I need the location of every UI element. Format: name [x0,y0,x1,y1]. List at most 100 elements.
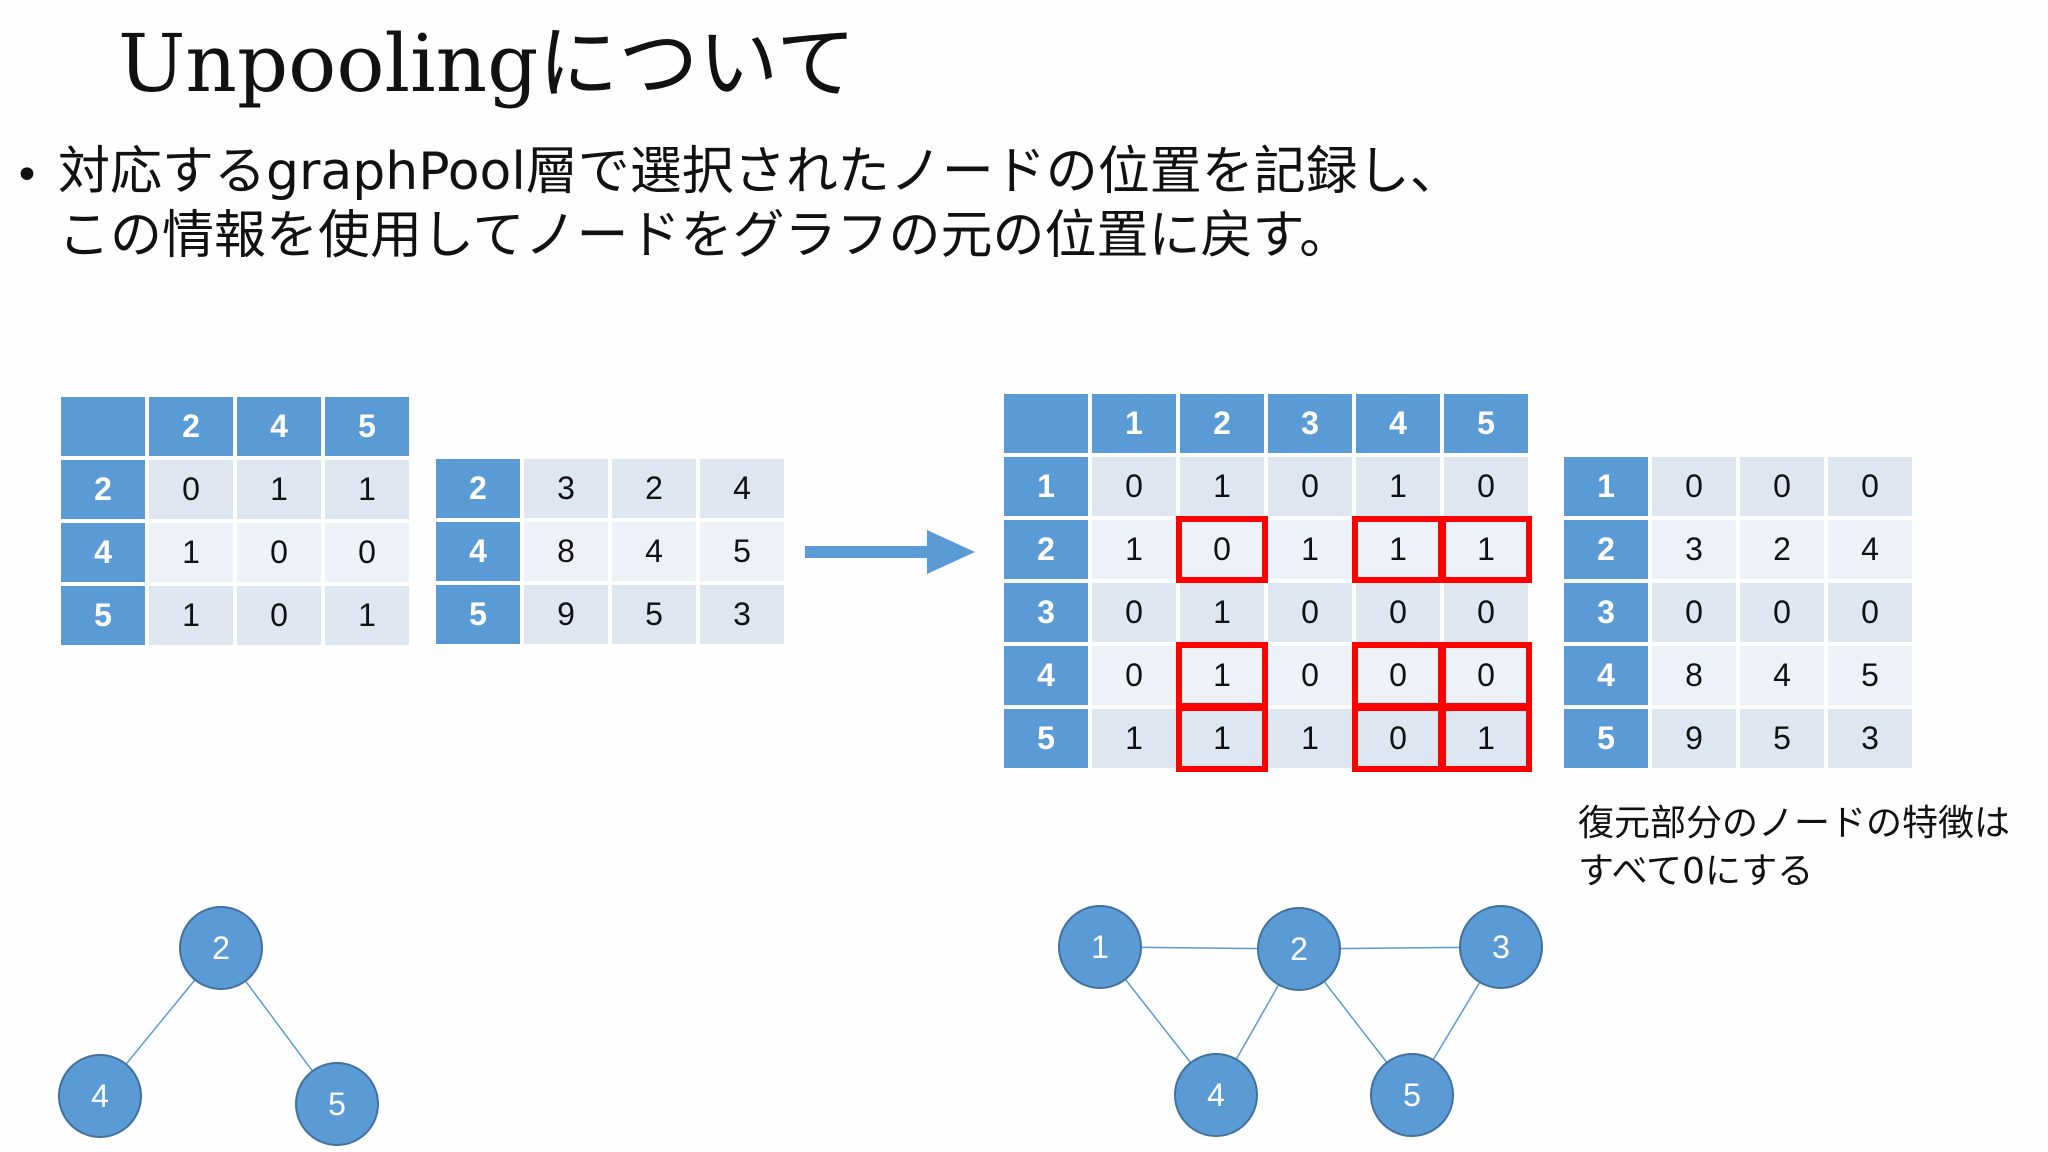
table-cell: 1 [149,523,233,582]
bullet-marker: • [14,150,40,201]
table-cell: 0 [1268,457,1352,516]
table-cell: 5 [700,522,784,581]
table-cell: 3 [524,459,608,518]
table-cell: 4 [1828,520,1912,579]
table-cell: 1 [1092,520,1176,579]
table-cell: 5 [612,585,696,644]
table-row: 4 0 1 0 0 0 [1004,642,1532,709]
table-row: 3 0 1 0 0 0 [1004,583,1528,642]
bullet-line-2: この情報を使用してノードをグラフの元の位置に戻す。 [58,206,1352,266]
graph-node-label: 5 [1403,1077,1421,1113]
table-cell: 9 [1652,709,1736,768]
table-cell: 0 [1268,583,1352,642]
row-header: 2 [436,459,520,518]
table-header-row: 1 2 3 4 5 [1004,394,1528,453]
graph-node-label: 4 [91,1078,109,1114]
row-header: 4 [1564,646,1648,705]
pooled-adjacency-matrix: 2 4 5 2 0 1 1 4 1 0 0 5 1 0 1 [57,393,413,649]
table-row: 5 9 5 3 [1564,709,1912,768]
table-row: 3 0 0 0 [1564,583,1912,642]
table-row: 4 1 0 0 [61,523,409,582]
slide-title: Unpoolingについて [118,17,856,110]
graph-node-label: 2 [1290,931,1308,967]
bullet-text: 対応するgraphPool層で選択されたノードの位置を記録し、 この情報を使用し… [58,140,1462,268]
graph-node-label: 4 [1207,1077,1225,1113]
table-cell: 0 [149,460,233,519]
corner-cell [1004,394,1088,453]
note-text: 復元部分のノードの特徴は すべて0にする [1578,800,2038,896]
table-cell: 0 [1444,457,1528,516]
table-cell: 0 [1092,457,1176,516]
row-header: 1 [1564,457,1648,516]
table-row: 2 3 2 4 [436,459,784,518]
table-row: 5 9 5 3 [436,585,784,644]
table-cell: 1 [1356,457,1440,516]
table-cell: 0 [1740,457,1824,516]
table-cell: 2 [612,459,696,518]
highlighted-cell: 1 [1176,705,1268,772]
highlighted-cell: 1 [1440,705,1532,772]
table-cell: 4 [612,522,696,581]
table-row: 2 3 2 4 [1564,520,1912,579]
highlighted-cell: 0 [1440,642,1532,709]
table-cell: 9 [524,585,608,644]
table-cell: 1 [1268,520,1352,579]
table-row: 1 0 0 0 [1564,457,1912,516]
graph-node-label: 1 [1091,929,1109,965]
table-row: 4 8 4 5 [436,522,784,581]
table-cell: 5 [1740,709,1824,768]
table-row: 4 8 4 5 [1564,646,1912,705]
graph-node [1370,1053,1454,1137]
graph-node-label: 5 [328,1086,346,1122]
row-header: 5 [1564,709,1648,768]
note-line-1: 復元部分のノードの特徴は [1578,803,2011,844]
bullet-line-1: 対応するgraphPool層で選択されたノードの位置を記録し、 [58,142,1462,202]
table-cell: 3 [1652,520,1736,579]
table-cell: 0 [1092,646,1176,705]
row-header: 2 [61,460,145,519]
table-cell: 5 [1828,646,1912,705]
row-header: 4 [61,523,145,582]
graph-node-label: 3 [1492,929,1510,965]
table-cell: 2 [1740,520,1824,579]
column-header: 4 [1356,394,1440,453]
row-header: 2 [1004,520,1088,579]
table-cell: 0 [237,586,321,645]
graph-node [58,1054,142,1138]
right-arrow-icon [805,530,975,574]
table-row: 2 0 1 1 [61,460,409,519]
note-line-2: すべて0にする [1578,851,1814,892]
table-cell: 0 [237,523,321,582]
table-header-row: 2 4 5 [61,397,409,456]
table-cell: 0 [1740,583,1824,642]
table-cell: 1 [1092,709,1176,768]
table-cell: 0 [1092,583,1176,642]
highlighted-cell: 0 [1176,516,1268,583]
highlighted-cell: 1 [1440,516,1532,583]
column-header: 5 [1444,394,1528,453]
highlighted-cell: 0 [1352,705,1444,772]
column-header: 1 [1092,394,1176,453]
table-cell: 1 [325,460,409,519]
table-cell: 1 [1268,709,1352,768]
row-header: 2 [1564,520,1648,579]
graph-node [1174,1053,1258,1137]
graph-node [295,1062,379,1146]
row-header: 4 [1004,646,1088,705]
table-cell: 0 [1268,646,1352,705]
table-cell: 4 [1740,646,1824,705]
row-header: 3 [1004,583,1088,642]
column-header: 2 [1180,394,1264,453]
graph-node [1459,905,1543,989]
table-cell: 4 [700,459,784,518]
unpooled-feature-matrix: 1 0 0 0 2 3 2 4 3 0 0 0 4 8 4 5 5 9 5 3 [1560,453,1916,772]
table-cell: 1 [325,586,409,645]
graph-node [179,906,263,990]
table-cell: 8 [524,522,608,581]
table-cell: 0 [1652,457,1736,516]
table-cell: 0 [1828,583,1912,642]
table-cell: 0 [1356,583,1440,642]
table-row: 5 1 0 1 [61,586,409,645]
table-cell: 1 [237,460,321,519]
table-cell: 3 [700,585,784,644]
